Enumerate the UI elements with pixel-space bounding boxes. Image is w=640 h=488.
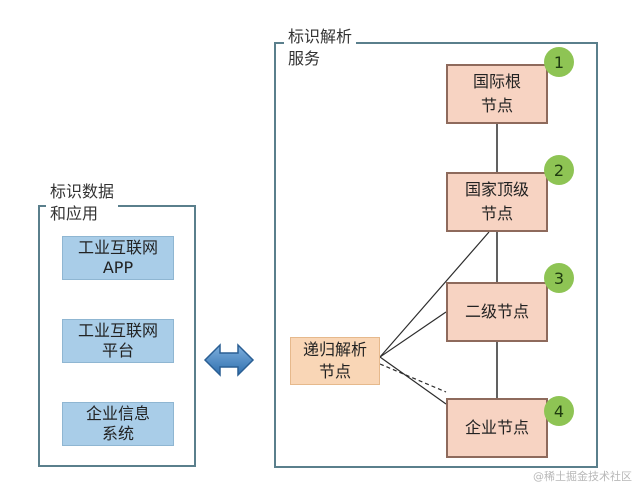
bidirectional-arrow-icon [203,343,255,377]
node-badge-2: 2 [544,155,574,185]
industrial-internet-app-box: 工业互联网 APP [62,236,174,280]
panel-frame [274,42,598,468]
panel-title: 标识数据 和应用 [46,181,119,225]
node-badge-1: 1 [544,47,574,77]
identification-data-panel: 标识数据 和应用 工业互联网 APP 工业互联网 平台 企业信息 系统 [38,181,196,467]
panel-title: 标识解析 服务 [284,26,357,70]
national-top-level-node: 国家顶级 节点 [446,172,548,232]
international-root-node: 国际根 节点 [446,64,548,124]
enterprise-node: 企业节点 [446,398,548,458]
node-badge-4: 4 [544,396,574,426]
enterprise-information-system-box: 企业信息 系统 [62,402,174,446]
industrial-internet-platform-box: 工业互联网 平台 [62,319,174,363]
recursive-resolution-node: 递归解析 节点 [290,337,380,385]
node-badge-3: 3 [544,263,574,293]
secondary-node: 二级节点 [446,282,548,342]
watermark: @稀土掘金技术社区 [533,470,632,483]
identification-resolution-panel: 标识解析 服务 [274,26,598,468]
